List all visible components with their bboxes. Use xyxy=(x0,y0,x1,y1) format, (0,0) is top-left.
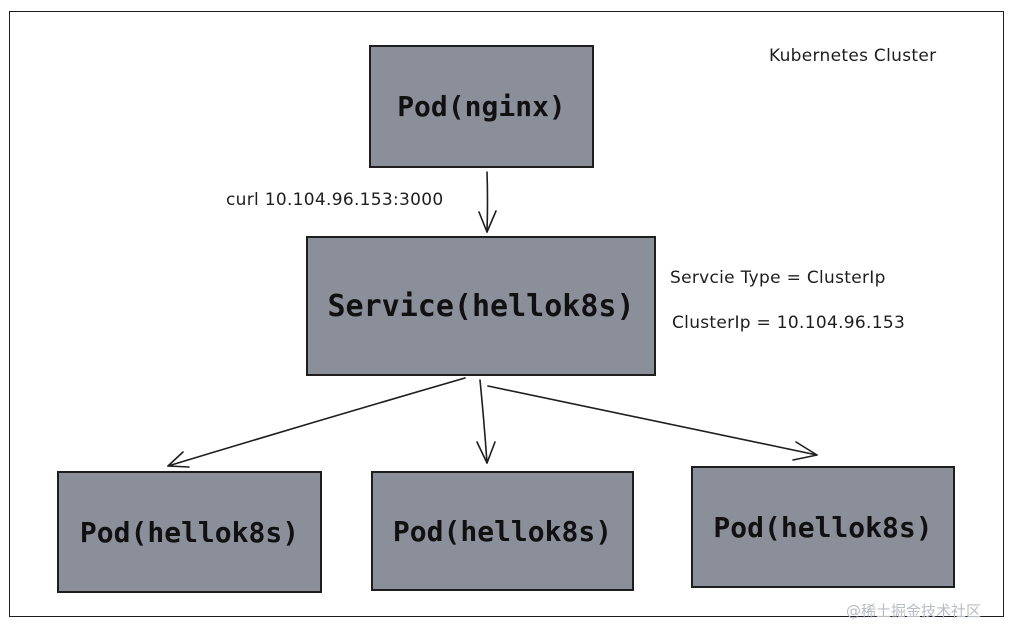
pod-hellok8s-middle-label: Pod(hellok8s) xyxy=(392,514,613,548)
pod-hellok8s-left-box: Pod(hellok8s) xyxy=(57,471,322,593)
pod-nginx-label: Pod(nginx) xyxy=(397,90,566,123)
pod-hellok8s-left-label: Pod(hellok8s) xyxy=(79,515,300,549)
service-box: Service(hellok8s) xyxy=(306,236,656,376)
pod-nginx-box: Pod(nginx) xyxy=(369,45,594,168)
curl-annotation: curl 10.104.96.153:3000 xyxy=(226,190,444,210)
pod-hellok8s-right-box: Pod(hellok8s) xyxy=(691,466,955,588)
service-type-annotation: Servcie Type = ClusterIp xyxy=(670,268,886,288)
cluster-frame xyxy=(9,11,1004,617)
service-label: Service(hellok8s) xyxy=(327,288,635,324)
cluster-ip-annotation: ClusterIp = 10.104.96.153 xyxy=(672,313,906,333)
pod-hellok8s-middle-box: Pod(hellok8s) xyxy=(371,471,634,591)
cluster-label: Kubernetes Cluster xyxy=(769,46,937,66)
watermark: @稀土掘金技术社区 xyxy=(846,602,982,620)
pod-hellok8s-right-label: Pod(hellok8s) xyxy=(713,510,933,544)
